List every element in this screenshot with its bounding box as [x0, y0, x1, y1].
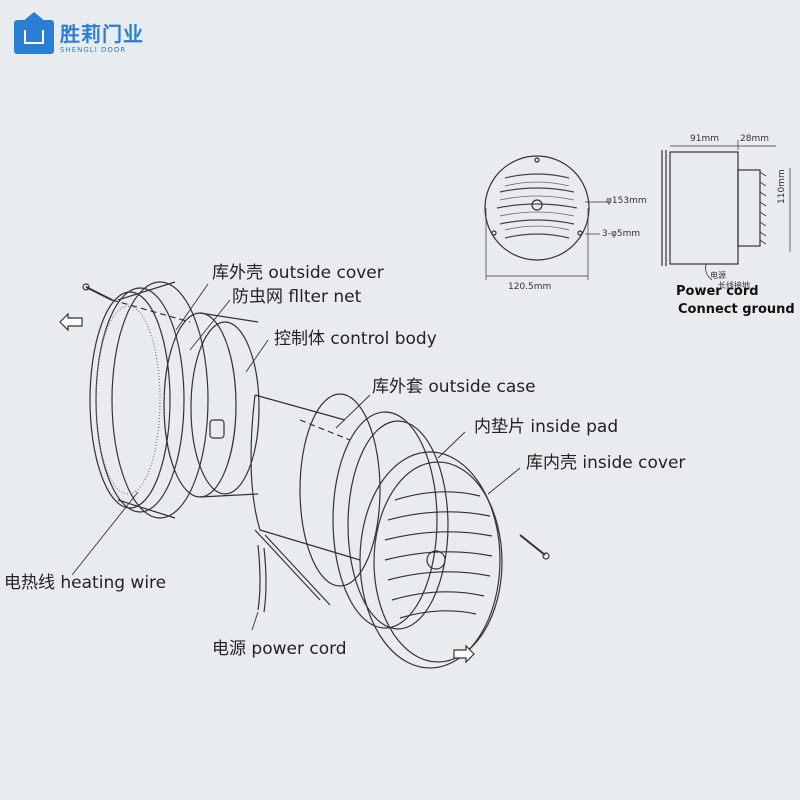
label-filter-net: 防虫网 fllter net: [232, 287, 362, 307]
note-power-cord: Power cord: [676, 284, 759, 299]
brand-name-en: SHENGLI DOOR: [60, 46, 127, 54]
outside-case-drawing: [250, 393, 381, 606]
dim-120mm: 120.5mm: [508, 282, 552, 292]
screw-left: [82, 283, 113, 301]
arrow-right-icon: [453, 644, 475, 664]
inside-pad-drawing: [332, 411, 449, 630]
arrow-left-icon: [59, 312, 83, 332]
note-connect-ground: Connect ground: [678, 302, 795, 317]
inside-cover-drawing: [359, 451, 503, 669]
house-icon: [14, 12, 54, 54]
dim-diameter-153: φ153mm: [606, 196, 647, 206]
label-outside-cover: 库外壳 outside cover: [212, 263, 384, 283]
dim-28mm: 28mm: [740, 134, 769, 144]
label-inside-pad: 内垫片 inside pad: [474, 417, 619, 437]
front-view-drawing: [484, 155, 608, 280]
dim-cord-cn-1: 电源: [710, 271, 726, 280]
dim-110mm: 110mm: [777, 169, 787, 204]
dim-holes: 3-φ5mm: [602, 229, 641, 239]
dim-91mm: 91mm: [690, 134, 719, 144]
side-view-drawing: [661, 140, 791, 281]
screw-right: [519, 534, 550, 560]
heating-wire-drawing: [257, 544, 267, 613]
label-outside-case: 库外套 outside case: [372, 377, 536, 397]
label-power-cord: 电源 power cord: [212, 639, 347, 659]
control-body-drawing: [163, 312, 260, 498]
outside-cover-drawing: [89, 281, 209, 519]
label-heating-wire: 电热线 heating wire: [4, 573, 167, 593]
dim-cord-cn-2: 长线接地: [718, 281, 750, 290]
brand-name-cn: 胜莉门业: [60, 22, 144, 46]
leader-lines: [71, 283, 521, 631]
label-control-body: 控制体 control body: [274, 329, 437, 349]
label-inside-cover: 库内壳 inside cover: [526, 453, 686, 473]
brand-logo: 胜莉门业 SHENGLI DOOR: [14, 12, 154, 60]
